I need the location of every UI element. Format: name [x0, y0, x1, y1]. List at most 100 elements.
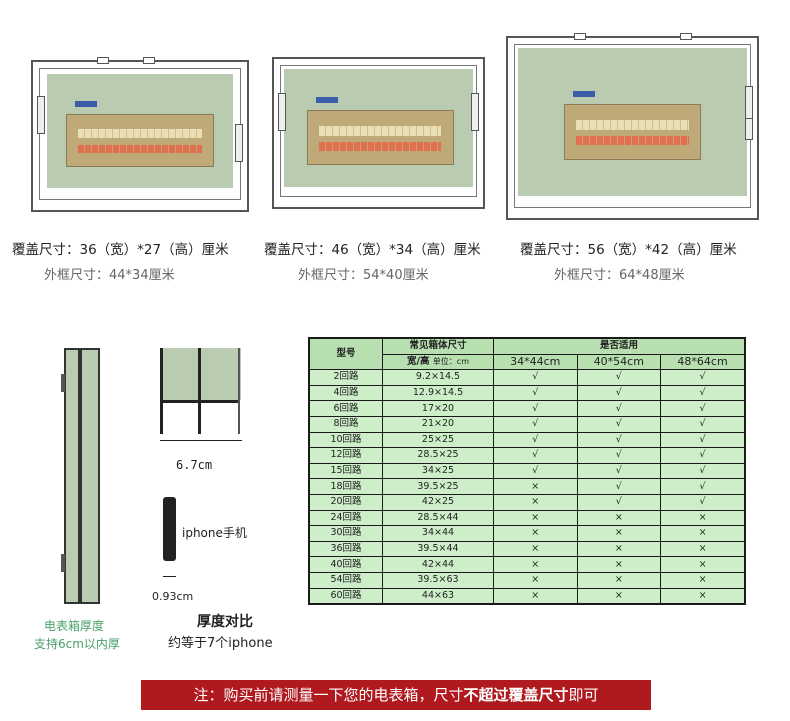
cell-model: 60回路 — [308, 587, 383, 605]
cell-b: × — [576, 540, 662, 558]
breaker-row — [575, 120, 690, 130]
cell-dim: 34×25 — [382, 462, 494, 480]
hinge — [471, 93, 479, 131]
cell-c: × — [660, 587, 746, 605]
cell-c: √ — [660, 462, 746, 480]
cell-dim: 44×63 — [382, 587, 494, 605]
product-2-cover-size: 覆盖尺寸：46（宽）*34（高）厘米 — [264, 242, 481, 258]
side-clip — [61, 554, 65, 572]
cell-c: √ — [660, 415, 746, 433]
cell-b: √ — [576, 400, 662, 417]
product-1-outer-size: 外框尺寸：44*34厘米 — [44, 268, 175, 283]
brand-label — [572, 91, 595, 98]
hinge — [235, 124, 243, 162]
cell-a: √ — [493, 462, 578, 480]
depth-line — [160, 400, 240, 403]
cell-dim: 17×20 — [382, 400, 494, 417]
header-wh: 宽/高 单位：cm — [382, 353, 494, 371]
side-clip — [61, 374, 65, 392]
note-suffix: 即可 — [568, 686, 599, 704]
cell-a: × — [493, 525, 578, 542]
breaker-row — [319, 142, 442, 151]
breaker-row — [78, 129, 202, 139]
cell-model: 8回路 — [308, 415, 383, 433]
compatibility-table: 型号 常见箱体尺寸 是否适用 宽/高 单位：cm 34*44cm 40*54cm… — [308, 337, 746, 606]
depth-line — [198, 348, 201, 434]
cover-panel — [518, 48, 747, 196]
cell-c: √ — [660, 400, 746, 417]
hinge — [745, 118, 753, 140]
cell-b: × — [576, 525, 662, 542]
header-wh-label: 宽/高 — [407, 355, 430, 367]
purchase-note: 注：购买前请测量一下您的电表箱，尺寸不超过覆盖尺寸即可 — [141, 680, 651, 710]
cell-c: √ — [660, 478, 746, 495]
cell-dim: 39.5×25 — [382, 478, 494, 495]
box-thickness-label-2: 支持6cm以内厚 — [34, 637, 120, 651]
cell-c: √ — [660, 431, 746, 449]
header-fit: 是否适用 — [493, 337, 746, 355]
cell-a: × — [493, 493, 578, 511]
cell-dim: 25×25 — [382, 431, 494, 449]
cell-b: √ — [576, 447, 662, 464]
mount-tab — [97, 57, 109, 64]
cell-b: √ — [576, 369, 662, 386]
note-emphasis: 不超过覆盖尺寸 — [463, 686, 569, 704]
frame-inner — [280, 65, 477, 197]
phone-dimension-line — [163, 576, 176, 577]
product-frame-3 — [506, 33, 759, 220]
mount-tab — [680, 33, 692, 40]
depth-line — [160, 400, 163, 434]
brand-label — [75, 100, 98, 107]
iphone-thickness-value: 0.93cm — [152, 590, 194, 603]
cell-model: 30回路 — [308, 525, 383, 542]
cell-b: √ — [576, 415, 662, 433]
box-side-view — [61, 348, 100, 604]
cell-b: √ — [576, 384, 662, 402]
cell-a: √ — [493, 415, 578, 433]
cell-c: × — [660, 525, 746, 542]
breaker-panel — [306, 97, 455, 166]
cell-dim: 9.2×14.5 — [382, 369, 494, 386]
compare-title: 厚度对比 — [197, 614, 253, 630]
cell-a: √ — [493, 447, 578, 464]
cell-model: 2回路 — [308, 369, 383, 386]
depth-value: 6.7cm — [176, 458, 213, 472]
hinge — [37, 96, 45, 134]
depth-cross-section — [160, 348, 242, 434]
cell-model: 12回路 — [308, 447, 383, 464]
cell-dim: 12.9×14.5 — [382, 384, 494, 402]
cell-dim: 21×20 — [382, 415, 494, 433]
cell-a: × — [493, 540, 578, 558]
cell-a: √ — [493, 400, 578, 417]
product-1-cover-size: 覆盖尺寸：36（宽）*27（高）厘米 — [12, 242, 229, 258]
iphone-side-view — [163, 497, 176, 561]
breaker-row — [78, 144, 202, 153]
mount-tab — [143, 57, 155, 64]
cell-model: 10回路 — [308, 431, 383, 449]
cell-b: √ — [576, 431, 662, 449]
cover-panel — [47, 74, 233, 188]
cell-model: 24回路 — [308, 509, 383, 527]
iphone-label: iphone手机 — [182, 526, 247, 540]
cell-model: 36回路 — [308, 540, 383, 558]
cell-a: × — [493, 571, 578, 589]
cell-a: √ — [493, 384, 578, 402]
breaker-row — [575, 136, 690, 145]
cell-a: √ — [493, 369, 578, 386]
cell-dim: 34×44 — [382, 525, 494, 542]
box-thickness-label-1: 电表箱厚度 — [44, 619, 105, 633]
cell-b: √ — [576, 493, 662, 511]
product-frame-2 — [272, 57, 485, 209]
cell-model: 40回路 — [308, 556, 383, 573]
depth-line — [238, 348, 240, 434]
cell-dim: 39.5×63 — [382, 571, 494, 589]
